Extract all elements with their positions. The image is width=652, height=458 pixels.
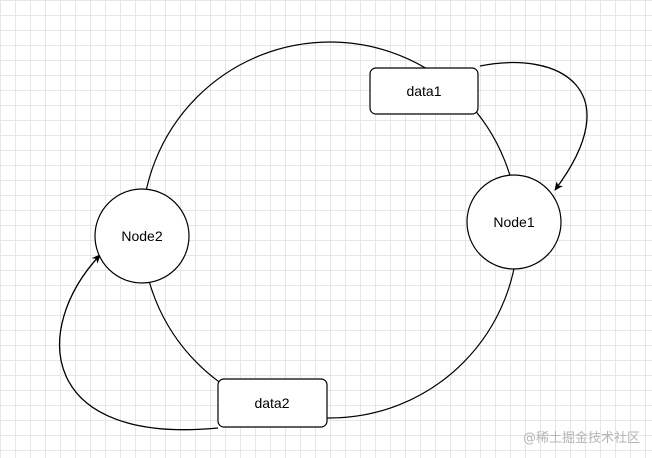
node-node2: Node2 [94, 188, 190, 284]
data-box-data1-label: data1 [406, 83, 441, 99]
node-node1: Node1 [466, 174, 562, 270]
node-node2-label: Node2 [121, 228, 162, 244]
data-box-data1: data1 [369, 67, 479, 115]
arrow-data1-to-node1 [479, 62, 588, 191]
arrow-data2-to-node2 [59, 254, 219, 431]
watermark-text: @稀土掘金技术社区 [522, 431, 640, 446]
node-node1-label: Node1 [493, 214, 534, 230]
data-box-data2-label: data2 [254, 395, 289, 411]
data-box-data2: data2 [217, 378, 328, 428]
